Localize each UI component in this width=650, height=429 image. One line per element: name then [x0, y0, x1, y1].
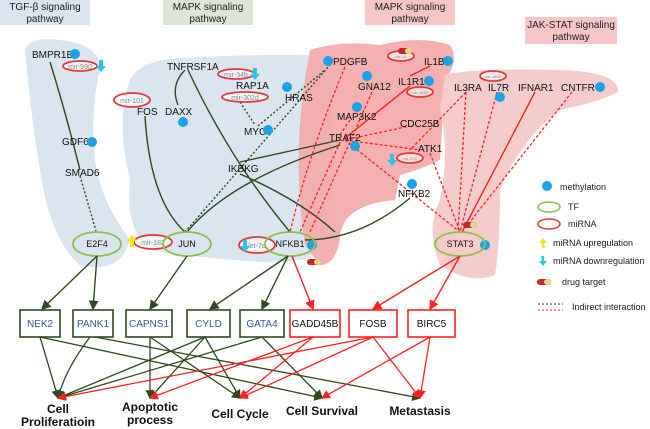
mapk-title-2: pathway	[189, 14, 226, 25]
tf-STAT3: STAT3	[447, 239, 474, 249]
jakstat-title-1: JAK-STAT signaling	[527, 20, 615, 31]
drug-target-icon	[307, 48, 477, 265]
gene-IFNAR1: IFNAR1	[518, 83, 554, 94]
target-label-CAPNS1: CAPNS1	[129, 319, 169, 330]
target-box-GADD45B	[289, 309, 341, 338]
mirna-302d: mir-302d	[231, 95, 259, 102]
target-box-NEK2	[19, 309, 61, 338]
outcome-cell-cycle: Cell Cycle	[211, 407, 269, 421]
target-box-CAPNS1	[125, 309, 173, 338]
gene-CNTFR: CNTFR	[561, 83, 595, 94]
gene-CDC25B: CDC25B	[400, 119, 440, 130]
legend-indirect: Indirect interaction	[572, 302, 646, 312]
up-arrow-icon	[127, 235, 137, 247]
target-label-PANK1: PANK1	[77, 319, 109, 330]
gene-IL3RA: IL3RA	[454, 83, 482, 94]
tf-E2F4: E2F4	[86, 239, 108, 249]
mirna-101: mir-101	[120, 98, 144, 105]
target-label-FOSB: FOSB	[359, 319, 387, 330]
gene-FOS: FOS	[137, 107, 158, 118]
tgf-region	[25, 39, 130, 268]
mapk2-title-2: pathway	[391, 14, 428, 25]
legend: methylation TF miRNA miRNA upregulation …	[537, 181, 646, 312]
tf-JUN: JUN	[178, 239, 196, 249]
down-arrow-icon	[96, 60, 397, 252]
gene-IKBKG: IKBKG	[228, 164, 259, 175]
gene-DAXX: DAXX	[165, 107, 193, 118]
mirna-182: mir-182	[141, 240, 165, 247]
tf-NFKB1: NFKB1	[275, 239, 304, 249]
gene-ATK1: ATK1	[418, 144, 443, 155]
outcome-cell-proliferation: Cell	[47, 402, 69, 416]
mirna-il7r: mir-1839	[485, 74, 502, 79]
gene-BMPR1B: BMPR1B	[32, 50, 73, 61]
mirna-il1r1: mir-1839	[412, 90, 429, 95]
target-label-GADD45B: GADD45B	[292, 319, 339, 330]
mirna-let7a: let-7a	[248, 243, 266, 250]
mapk-title-1: MAPK signaling	[173, 2, 244, 13]
outcome-apoptotic: Apoptotic	[122, 400, 178, 414]
gene-MYC: MYC	[244, 127, 266, 138]
mirna-34b: mir-34b	[224, 72, 248, 79]
target-label-GATA4: GATA4	[246, 319, 278, 330]
outcome-cell-proliferation-2: Proliferatioin	[21, 415, 95, 429]
mirna-traf: mir-574	[403, 156, 417, 161]
gene-GDF6: GDF6	[62, 137, 89, 148]
mapk2-title-1: MAPK signaling	[375, 2, 446, 13]
gene-HRAS: HRAS	[285, 93, 313, 104]
tgf-title-1: TGF-β signaling	[9, 2, 80, 13]
legend-drug: drug target	[562, 277, 606, 287]
target-label-CYLD: CYLD	[195, 319, 222, 330]
target-box-BIRC5	[407, 309, 456, 338]
legend-mirna: miRNA	[568, 219, 597, 229]
target-label-BIRC5: BIRC5	[417, 319, 447, 330]
gene-NFKB2: NFKB2	[398, 189, 431, 200]
gene-IL1B: IL1B	[424, 57, 445, 68]
target-label-NEK2: NEK2	[27, 319, 54, 330]
gene-RAP1A: RAP1A	[236, 81, 269, 92]
mirna-590: mir-590	[68, 64, 92, 71]
gene-IL1R1: IL1R1	[398, 77, 425, 88]
tgf-title-2: pathway	[26, 14, 63, 25]
jakstat-title-2: pathway	[552, 32, 589, 43]
outcome-apoptotic-2: process	[127, 413, 173, 427]
mirna-21: mir-21	[395, 54, 407, 59]
gene-MAP3K2: MAP3K2	[337, 112, 377, 123]
mapk-region-blue	[122, 54, 335, 263]
legend-up: miRNA upregulation	[553, 238, 633, 248]
target-box-GATA4	[239, 309, 285, 338]
gene-PDGFB: PDGFB	[333, 57, 368, 68]
legend-down: miRNA downregulation	[553, 256, 645, 266]
target-box-CYLD	[186, 309, 231, 338]
outcome-metastasis: Metastasis	[389, 404, 451, 418]
target-box-PANK1	[72, 309, 114, 338]
jakstat-region	[432, 69, 619, 279]
gene-TNFRSF1A: TNFRSF1A	[167, 62, 219, 73]
gene-SMAD6: SMAD6	[65, 168, 100, 179]
outcome-cell-survival: Cell Survival	[286, 404, 358, 418]
gene-IL7R: IL7R	[488, 83, 509, 94]
legend-methylation: methylation	[560, 182, 606, 192]
gene-GNA12: GNA12	[358, 82, 391, 93]
gene-TRAF2: TRAF2	[329, 133, 361, 144]
legend-tf: TF	[568, 202, 579, 212]
